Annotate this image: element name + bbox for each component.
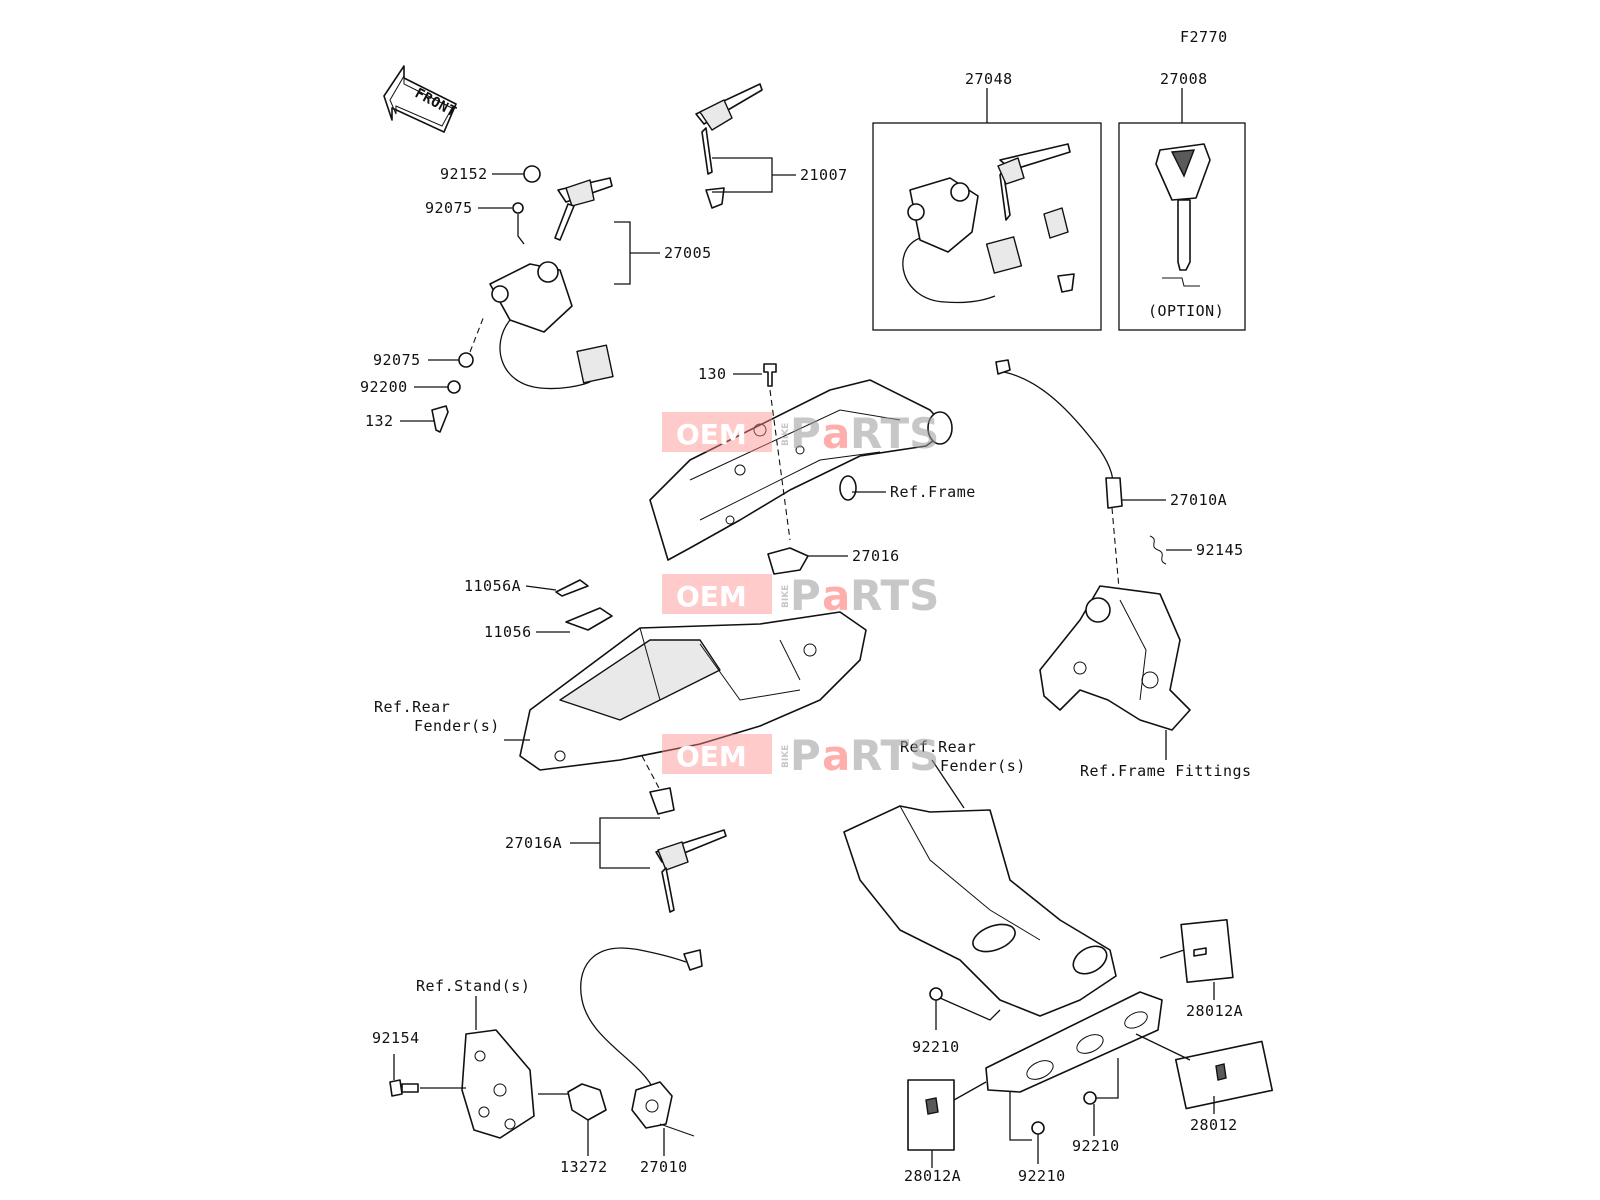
- keys-27016A-drawing: [655, 829, 727, 913]
- lock-cylinder-27016A-icon: [649, 787, 675, 815]
- watermark-middle: OEM BIKE P a RTS: [662, 571, 939, 620]
- svg-text:a: a: [822, 571, 850, 620]
- label-27016A: 27016A: [505, 834, 562, 852]
- label-27010: 27010: [640, 1158, 688, 1176]
- label-28012: 28012: [1190, 1116, 1238, 1134]
- nut-92210-bottom-icon: [1031, 1121, 1045, 1135]
- svg-text:OEM: OEM: [676, 740, 747, 773]
- rear-fender-upper-drawing: [519, 611, 867, 771]
- label-21007: 21007: [800, 166, 848, 184]
- bracket-27016-icon: [767, 547, 809, 575]
- spring-92145-icon: [1149, 535, 1167, 565]
- washer-92075-top-icon: [512, 202, 524, 214]
- label-92152: 92152: [440, 165, 488, 183]
- reflector-28012A-left-icon: [907, 1079, 955, 1151]
- label-ref-rear-fender-2b: Fender(s): [940, 757, 1026, 775]
- svg-text:a: a: [822, 409, 850, 458]
- label-27008: 27008: [1160, 70, 1208, 88]
- switch-27010A-drawing: [995, 359, 1123, 509]
- option-note: (OPTION): [1148, 302, 1224, 320]
- svg-text:BIKE: BIKE: [781, 423, 791, 446]
- front-arrow-icon: FRONT: [383, 65, 459, 133]
- keys-21007-drawing: [695, 83, 763, 209]
- label-92075-bottom: 92075: [373, 351, 421, 369]
- label-ref-frame: Ref.Frame: [890, 483, 976, 501]
- key-blank-icon: [1155, 143, 1211, 287]
- svg-text:P: P: [790, 409, 821, 458]
- reflector-28012A-right-icon: [1180, 918, 1234, 984]
- svg-text:BIKE: BIKE: [781, 585, 791, 608]
- stand-bracket-drawing: [461, 1029, 535, 1139]
- label-92075-top: 92075: [425, 199, 473, 217]
- label-132: 132: [365, 412, 394, 430]
- label-92210-bottom: 92210: [1018, 1167, 1066, 1185]
- label-ref-frame-fittings: Ref.Frame Fittings: [1080, 762, 1252, 780]
- svg-text:OEM: OEM: [676, 418, 747, 451]
- svg-text:P: P: [790, 731, 821, 780]
- svg-text:RTS: RTS: [850, 571, 939, 620]
- switch-27010-drawing: [580, 947, 703, 1137]
- svg-text:a: a: [822, 731, 850, 780]
- rear-fender-lower-drawing: [843, 805, 1163, 1093]
- frame-fittings-drawing: [1039, 585, 1191, 731]
- label-13272: 13272: [560, 1158, 608, 1176]
- label-92210-left: 92210: [912, 1038, 960, 1056]
- label-92200: 92200: [360, 378, 408, 396]
- label-11056A: 11056A: [464, 577, 521, 595]
- label-ref-rear-fender-1b: Fender(s): [414, 717, 500, 735]
- label-ref-rear-fender-2a: Ref.Rear: [900, 738, 976, 756]
- ignition-switch-27005-drawing: [489, 177, 614, 390]
- bolt-130-icon: [763, 363, 777, 387]
- svg-text:RTS: RTS: [850, 731, 939, 780]
- watermark-top: OEM BIKE P a RTS: [662, 409, 939, 458]
- bolt-132-icon: [431, 405, 449, 433]
- svg-text:RTS: RTS: [850, 409, 939, 458]
- washer-92200-icon: [447, 380, 461, 394]
- bolt-92154-icon: [389, 1079, 403, 1097]
- label-130: 130: [698, 365, 727, 383]
- svg-text:BIKE: BIKE: [781, 745, 791, 768]
- bracket-11056-icon: [565, 607, 613, 631]
- label-28012A-left: 28012A: [904, 1167, 961, 1185]
- svg-text:OEM: OEM: [676, 580, 747, 613]
- nut-92210-mid-icon: [1083, 1091, 1097, 1105]
- label-27005: 27005: [664, 244, 712, 262]
- ignition-switch-kit-drawing: [902, 143, 1075, 304]
- label-27016: 27016: [852, 547, 900, 565]
- watermark-bottom: OEM BIKE P a RTS: [662, 731, 939, 780]
- label-ref-stands: Ref.Stand(s): [416, 977, 530, 995]
- washer-92075-bottom-icon: [458, 352, 474, 368]
- label-92154: 92154: [372, 1029, 420, 1047]
- label-27010A: 27010A: [1170, 491, 1227, 509]
- plate-13272-icon: [567, 1083, 607, 1121]
- label-27048: 27048: [965, 70, 1013, 88]
- svg-text:P: P: [790, 571, 821, 620]
- nut-92152-icon: [523, 165, 541, 183]
- label-92210-mid: 92210: [1072, 1137, 1120, 1155]
- label-28012A-right: 28012A: [1186, 1002, 1243, 1020]
- label-ref-rear-fender-1a: Ref.Rear: [374, 698, 450, 716]
- frame-drawing: [649, 379, 953, 561]
- clip-11056A-icon: [555, 579, 589, 597]
- label-92145: 92145: [1196, 541, 1244, 559]
- label-11056: 11056: [484, 623, 532, 641]
- figure-id: F2770: [1180, 28, 1228, 46]
